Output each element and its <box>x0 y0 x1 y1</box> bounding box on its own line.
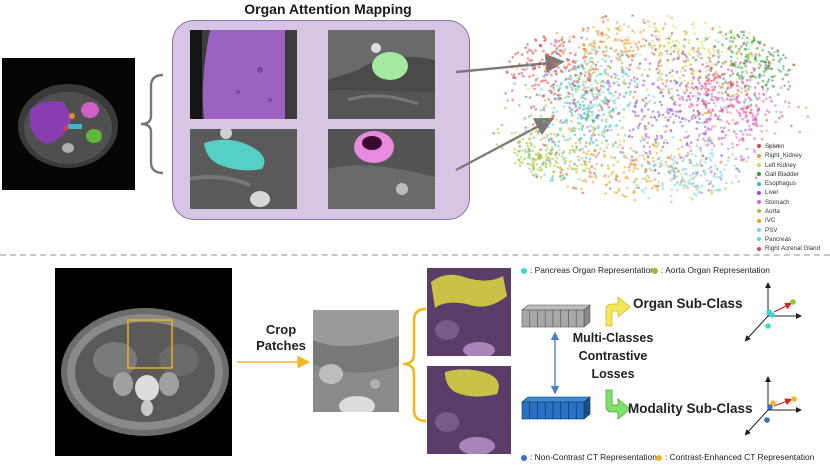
pancreas-dot-icon <box>521 268 527 274</box>
tsne-legend-item: Aorta <box>757 207 820 216</box>
legend-pancreas: : Pancreas Organ Representation <box>521 265 655 275</box>
loss-label-line3: Losses <box>591 367 635 381</box>
legend-label: Right_Kidney <box>765 152 802 160</box>
legend-label: PSV <box>765 226 778 234</box>
crop-label-line1: Crop <box>265 322 297 337</box>
legend-label: Spleen <box>765 143 785 150</box>
tsne-legend-item: Spleen <box>757 142 820 151</box>
tsne-legend-item: Pancreas <box>757 235 820 244</box>
attention-tile-stomach <box>328 129 435 209</box>
legend-noncontrast: : Non-Contrast CT Representation <box>521 452 657 462</box>
legend-dot-icon <box>757 190 761 195</box>
loss-label-line1: Multi-Classes <box>572 331 654 345</box>
tsne-legend-item: Gall Bladder <box>757 170 820 179</box>
legend-label: Left Kidney <box>765 161 796 169</box>
legend-label: Right Acrenal Gland <box>765 245 821 253</box>
tsne-legend-item: Right_Kidney <box>757 151 820 160</box>
mapping-arrows <box>455 53 565 172</box>
legend-dot-icon <box>757 153 761 158</box>
tsne-legend-item: PSV <box>757 226 820 235</box>
double-arrow-icon <box>550 331 560 395</box>
crop-label-line2: Patches <box>256 338 306 353</box>
noncontrast-dot-icon <box>521 455 527 461</box>
legend-label: Esophagus <box>765 180 796 188</box>
organ-curved-arrow <box>605 296 631 327</box>
tsne-legend-item: Liver <box>757 188 820 197</box>
legend-label: Gall Bladder <box>765 170 800 178</box>
organ-embedding-axes <box>744 282 802 342</box>
tsne-legend-item: Stomach <box>757 198 820 207</box>
attention-tile-pancreas <box>190 129 297 209</box>
legend-label: Liver <box>765 189 779 197</box>
tsne-legend-item: IVC <box>757 216 820 225</box>
modality-subclass-label: Modality Sub-Class <box>628 401 753 416</box>
attention-tile-kidney <box>328 30 435 119</box>
tsne-legend-item: Right Acrenal Gland <box>757 244 820 253</box>
legend-label: Stomach <box>765 198 790 206</box>
legend-dot-icon <box>757 181 761 186</box>
legend-aorta: : Aorta Organ Representation <box>652 265 770 275</box>
loss-label-line2: Contrastive <box>578 349 648 363</box>
cropped-patch <box>313 310 399 412</box>
legend-label: Pancreas <box>765 235 792 243</box>
bracket-icon <box>140 73 164 175</box>
split-brace <box>402 307 427 423</box>
organ-feature-block <box>521 304 591 328</box>
organ-subclass-label: Organ Sub-Class <box>633 296 743 311</box>
modality-curved-arrow <box>605 389 631 420</box>
page-title: Organ Attention Mapping <box>244 1 412 17</box>
attention-tile-liver <box>190 30 297 119</box>
legend-dot-icon <box>757 218 761 223</box>
modality-feature-block <box>521 396 591 420</box>
legend-dot-icon <box>757 237 761 242</box>
section-divider <box>0 254 830 256</box>
tsne-legend-item: Esophagus <box>757 179 820 188</box>
crop-arrow <box>237 355 311 369</box>
legend-dot-icon <box>757 228 761 233</box>
contrast-dot-icon <box>656 455 662 461</box>
legend-label: IVC <box>765 217 776 225</box>
legend-dot-icon <box>757 209 761 214</box>
segmented-patch-organ <box>427 268 511 356</box>
legend-dot-icon <box>757 246 761 251</box>
legend-dot-icon <box>757 200 761 205</box>
legend-dot-icon <box>757 172 761 177</box>
abdominal-ct-slice <box>55 268 232 456</box>
aorta-dot-icon <box>652 268 658 274</box>
modality-embedding-axes <box>744 376 802 436</box>
legend-contrast: : Contrast-Enhanced CT Representation <box>656 452 814 462</box>
tsne-scatter-plot <box>492 14 810 204</box>
legend-dot-icon <box>757 162 761 167</box>
input-ct-scan <box>2 58 135 190</box>
segmented-patch-modality <box>427 366 511 454</box>
tsne-legend-item: Left Kidney <box>757 161 820 170</box>
legend-dot-icon <box>757 144 761 149</box>
legend-label: Aorta <box>765 208 780 216</box>
